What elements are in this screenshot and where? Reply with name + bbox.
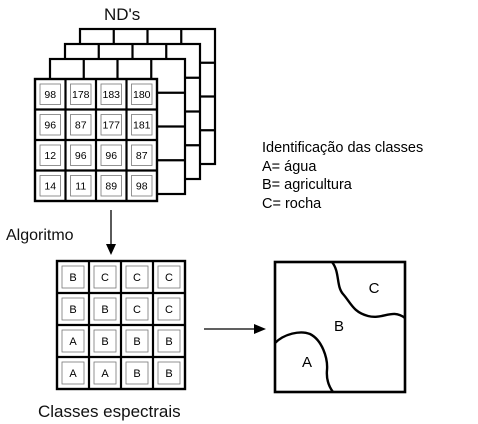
nd-grid-front: 98 178 183 180 96 87 177 181 12 96 96 87 14 11 89 98: [33, 77, 159, 203]
class-cell: A: [69, 368, 77, 380]
nd-cell: 98: [136, 181, 148, 193]
map-region-label: C: [369, 280, 380, 297]
nds-title: ND's: [104, 5, 141, 24]
class-cell: A: [69, 336, 77, 348]
class-cell: B: [165, 336, 172, 348]
class-cell: B: [101, 304, 108, 316]
spectral-classes-label: Classes espectrais: [38, 402, 181, 421]
class-cell: C: [165, 272, 173, 284]
class-cell: C: [165, 304, 173, 316]
nd-cell: 11: [75, 181, 86, 193]
class-cell: C: [101, 272, 109, 284]
class-cell: B: [69, 272, 76, 284]
class-grid: B C C C B B C C A B B B A A B B: [55, 259, 187, 391]
legend-item-b: B= agricultura: [262, 177, 352, 193]
nd-cell: 87: [136, 150, 148, 162]
legend-item-c: C= rocha: [262, 195, 322, 212]
class-cell: B: [69, 304, 76, 316]
map-boundary-a: [274, 331, 334, 393]
class-cell: C: [133, 272, 141, 284]
nd-cell: 180: [133, 89, 151, 101]
legend-item-a: A= água: [262, 158, 317, 175]
nd-cell: 98: [44, 89, 56, 101]
class-cell: B: [101, 336, 108, 348]
classification-map: A B C: [273, 260, 407, 394]
nd-cell: 12: [44, 150, 56, 162]
nd-cell: 181: [133, 120, 151, 132]
nd-cell: 87: [75, 120, 87, 132]
to-map-arrow: [204, 324, 266, 334]
algorithm-label: Algoritmo: [6, 227, 74, 244]
class-legend: Identificação das classes A= água B= agr…: [262, 139, 423, 213]
class-cell: A: [101, 368, 109, 380]
algorithm-arrow: [106, 210, 116, 255]
nd-cell: 89: [105, 181, 117, 193]
map-boundary-c: [331, 261, 406, 320]
legend-title: Identificação das classes: [262, 140, 424, 156]
nd-cell: 96: [44, 120, 56, 132]
map-frame: [273, 260, 407, 394]
nd-cell: 178: [72, 89, 90, 101]
class-cell: B: [133, 336, 140, 348]
class-cell: C: [133, 304, 141, 316]
nd-cell: 14: [44, 181, 56, 193]
map-region-label: A: [302, 354, 312, 371]
nd-cell: 177: [102, 120, 120, 132]
nd-cell: 183: [102, 89, 120, 101]
nd-cell: 96: [105, 150, 117, 162]
map-region-label: B: [334, 318, 344, 335]
nd-cell: 96: [75, 150, 87, 162]
class-cell: B: [133, 368, 140, 380]
class-cell: B: [165, 368, 172, 380]
